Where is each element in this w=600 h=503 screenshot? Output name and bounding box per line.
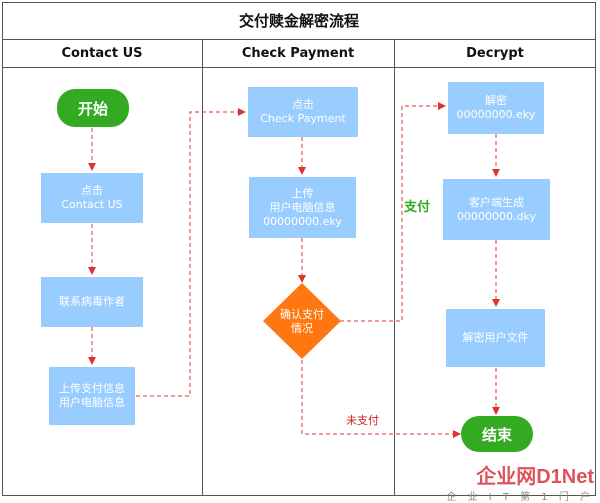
- node-contact-author: 联系病毒作者: [41, 277, 143, 327]
- node-upload-payment-info-line2: 用户电脑信息: [59, 396, 125, 409]
- node-decrypt-user-files-label: 解密用户文件: [462, 331, 529, 344]
- lane-header-decrypt: Decrypt: [394, 40, 596, 68]
- watermark-logo: 企业网D1Net: [476, 466, 594, 488]
- lane-divider-1: [202, 40, 203, 496]
- watermark-tagline: 企 业 I T 第 1 门 户: [446, 492, 594, 503]
- node-confirm-payment: 确认支付 情况: [268, 306, 336, 338]
- node-confirm-payment-line2: 情况: [291, 322, 313, 335]
- node-click-contact-us-line1: 点击: [81, 184, 103, 197]
- lane-divider-2: [394, 40, 395, 496]
- node-contact-author-label: 联系病毒作者: [59, 295, 125, 308]
- node-decrypt-eky-line2: 00000000.eky: [456, 108, 536, 121]
- edge-label-paid: 支付: [404, 200, 431, 215]
- lane-header-check-payment: Check Payment: [202, 40, 394, 68]
- diagram-title: 交付赎金解密流程: [2, 2, 596, 40]
- node-click-check-payment: 点击 Check Payment: [248, 87, 358, 137]
- node-upload-payment-info-line1: 上传支付信息: [59, 382, 125, 395]
- node-click-check-payment-line2: Check Payment: [260, 112, 346, 125]
- node-decrypt-user-files: 解密用户文件: [446, 309, 545, 367]
- node-client-generate-dky: 客户端生成 00000000.dky: [443, 179, 550, 240]
- node-upload-user-info-line2: 用户电脑信息: [269, 200, 336, 214]
- end-node: 结束: [461, 416, 533, 452]
- node-click-contact-us-line2: Contact US: [61, 198, 123, 211]
- edge-label-unpaid: 未支付: [346, 414, 379, 427]
- node-confirm-payment-line1: 确认支付: [280, 308, 324, 321]
- node-upload-user-info-line3: 00000000.eky: [263, 214, 342, 228]
- edge-upload-pay-to-click-check: [136, 108, 246, 397]
- decision-diamond-confirm: [263, 283, 341, 359]
- node-click-contact-us: 点击 Contact US: [41, 173, 143, 223]
- node-client-generate-dky-line1: 客户端生成: [469, 195, 524, 209]
- node-upload-user-info-line1: 上传: [291, 186, 314, 200]
- start-node: 开始: [57, 89, 129, 127]
- edge-confirm-to-end-unpaid: [301, 360, 461, 438]
- node-client-generate-dky-line2: 00000000.dky: [457, 209, 536, 223]
- node-decrypt-eky: 解密 00000000.eky: [448, 82, 544, 134]
- node-click-check-payment-line1: 点击: [292, 98, 314, 111]
- node-upload-payment-info: 上传支付信息 用户电脑信息: [49, 367, 135, 425]
- lane-header-contact-us: Contact US: [2, 40, 202, 68]
- node-decrypt-eky-line1: 解密: [485, 94, 507, 107]
- diagram-frame: [2, 2, 596, 496]
- edge-confirm-to-decrypt: [340, 102, 446, 322]
- node-upload-user-info: 上传 用户电脑信息 00000000.eky: [249, 177, 356, 238]
